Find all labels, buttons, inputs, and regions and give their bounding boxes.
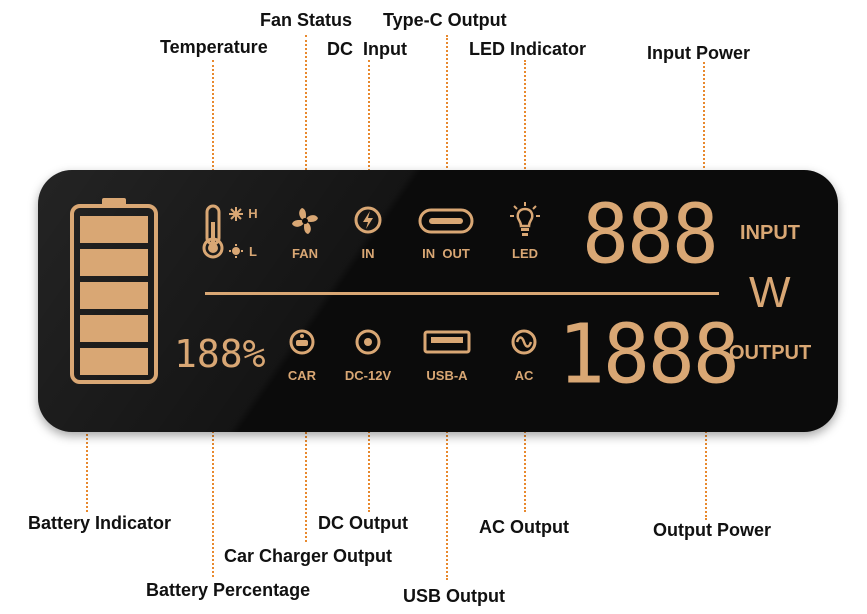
leader-line-ac-output bbox=[524, 372, 526, 512]
ac-sine-icon bbox=[511, 329, 537, 355]
display-panel bbox=[38, 170, 838, 432]
callout-ac-output: AC Output bbox=[479, 517, 569, 537]
dc12-label: DC-12V bbox=[344, 368, 392, 383]
callout-led-indicator: LED Indicator bbox=[469, 39, 587, 59]
callout-input-power: Input Power bbox=[647, 43, 750, 63]
leader-line-fan-status bbox=[305, 35, 307, 198]
output-power-digits: 1888 bbox=[558, 307, 740, 403]
callout-temperature: Temperature bbox=[160, 37, 268, 57]
input-word: INPUT bbox=[740, 222, 800, 244]
callout-output-power: Output Power bbox=[653, 520, 771, 540]
leader-line-dc-output bbox=[368, 372, 370, 512]
temp-high-label: H bbox=[248, 206, 258, 221]
callout-battery-indicator: Battery Indicator bbox=[28, 513, 172, 533]
callout-dc-input: DC Input bbox=[327, 39, 407, 59]
leader-line-output-power bbox=[705, 372, 707, 520]
type-c-label: IN OUT bbox=[422, 246, 470, 261]
usb-a-port-icon bbox=[423, 330, 471, 354]
dc-port-icon bbox=[355, 329, 381, 355]
panel-gloss bbox=[38, 170, 838, 432]
leader-line-battery-percentage bbox=[212, 372, 214, 577]
battery-icon bbox=[70, 198, 158, 384]
leader-line-type-c-output bbox=[446, 35, 448, 203]
car-charger-icon bbox=[289, 329, 315, 355]
leader-line-battery-indicator bbox=[86, 377, 88, 512]
watt-unit: W bbox=[749, 268, 791, 317]
display-divider bbox=[205, 292, 719, 295]
callout-type-c-output: Type-C Output bbox=[383, 10, 507, 30]
callout-battery-percentage: Battery Percentage bbox=[146, 580, 311, 600]
leader-line-usb-output bbox=[446, 372, 448, 580]
usb-a-label: USB-A bbox=[426, 368, 468, 383]
fan-icon bbox=[292, 208, 318, 234]
callout-car-charger-output: Car Charger Output bbox=[224, 546, 393, 566]
leader-line-dc-input bbox=[368, 60, 370, 203]
input-power-digits: 888 bbox=[582, 187, 719, 283]
lightning-icon bbox=[354, 206, 382, 234]
battery-percentage-display: 188% bbox=[174, 332, 266, 376]
callout-usb-output: USB Output bbox=[403, 586, 505, 606]
leader-line-input-power bbox=[703, 62, 705, 212]
usb-c-port-icon bbox=[418, 208, 474, 234]
leader-line-led-indicator bbox=[524, 60, 526, 200]
sun-small-icon bbox=[229, 244, 243, 258]
callout-dc-output: DC Output bbox=[318, 513, 408, 533]
leader-line-temperature bbox=[212, 60, 214, 203]
ac-label: AC bbox=[514, 368, 534, 383]
car-label: CAR bbox=[287, 368, 317, 383]
bulb-icon bbox=[510, 202, 540, 236]
output-word: OUTPUT bbox=[729, 342, 812, 364]
led-label: LED bbox=[512, 246, 538, 261]
callout-fan-status: Fan Status bbox=[260, 10, 353, 30]
temp-low-label: L bbox=[249, 244, 257, 259]
in-label: IN bbox=[361, 246, 375, 261]
leader-line-car-charger-output bbox=[305, 372, 307, 542]
fan-label: FAN bbox=[292, 246, 318, 261]
snowflake-icon bbox=[229, 207, 243, 221]
thermometer-icon bbox=[202, 204, 224, 259]
